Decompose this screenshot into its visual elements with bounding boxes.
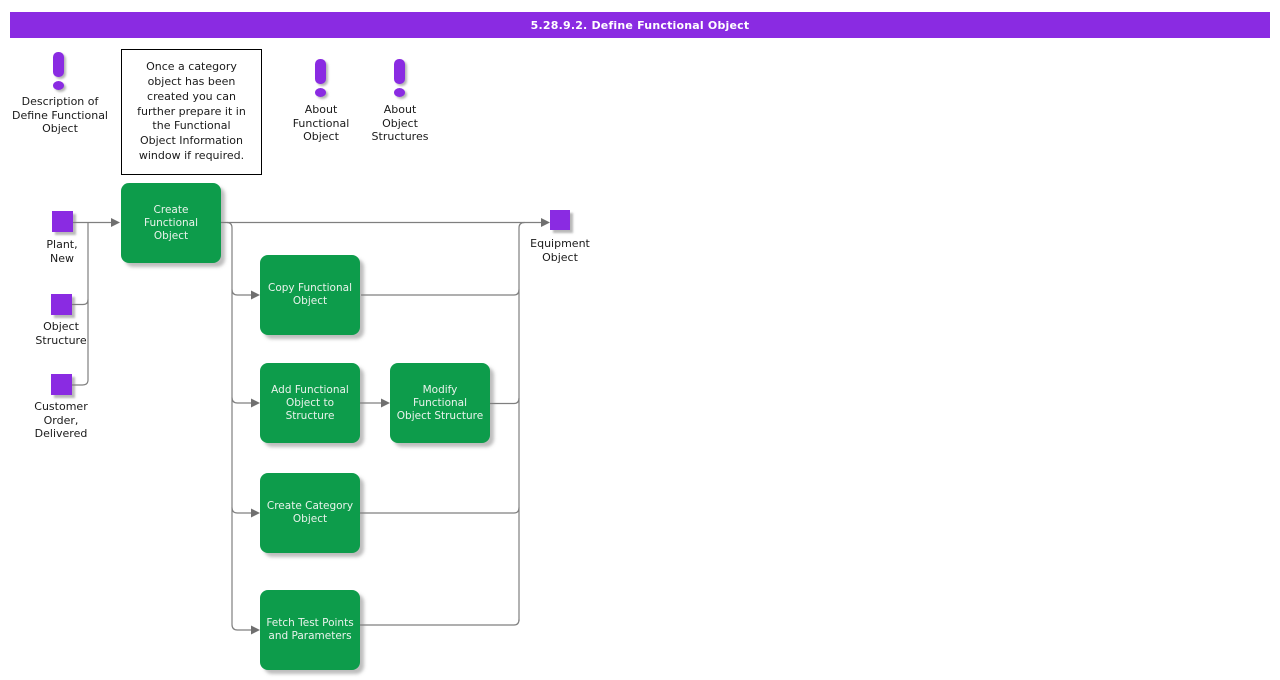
connector	[72, 222, 89, 386]
arrowhead-icon	[381, 398, 390, 408]
about-object-structures-label[interactable]: About Object Structures	[371, 103, 429, 143]
connector	[72, 299, 89, 306]
title-banner: 5.28.9.2. Define Functional Object	[10, 12, 1270, 38]
arrowhead-icon	[111, 218, 120, 227]
exclamation-dot	[315, 88, 326, 97]
artifact-equipment-object[interactable]	[550, 210, 570, 230]
arrowhead-icon	[251, 290, 260, 300]
exclamation-dot	[53, 81, 64, 90]
activity-modify-functional-object-structure[interactable]: Modify Functional Object Structure	[390, 363, 490, 443]
artifact-plant-new[interactable]	[52, 211, 73, 232]
activity-create-functional-object[interactable]: Create Functional Object	[121, 183, 221, 263]
connector	[518, 221, 525, 621]
artifact-label: Plant, New	[46, 238, 78, 265]
connector	[226, 221, 251, 631]
exclamation-icon[interactable]	[53, 52, 65, 90]
connector	[231, 507, 251, 514]
arrowhead-icon	[251, 508, 260, 518]
connector	[231, 289, 251, 296]
activity-fetch-test-points-and-parameters[interactable]: Fetch Test Points and Parameters	[260, 590, 360, 670]
activity-copy-functional-object[interactable]: Copy Functional Object	[260, 255, 360, 335]
exclamation-icon[interactable]	[315, 59, 327, 97]
connector	[360, 619, 520, 626]
activity-add-functional-object-to-structure[interactable]: Add Functional Object to Structure	[260, 363, 360, 443]
exclamation-dot	[394, 88, 405, 97]
arrowhead-icon	[251, 398, 260, 408]
note-box: Once a category object has been created …	[121, 49, 262, 175]
connector	[490, 397, 520, 405]
connector	[361, 289, 520, 296]
activity-create-category-object[interactable]: Create Category Object	[260, 473, 360, 553]
artifact-object-structure[interactable]	[51, 294, 72, 315]
exclamation-icon[interactable]	[394, 59, 406, 97]
artifact-label: Object Structure	[35, 320, 87, 347]
about-functional-object-label[interactable]: About Functional Object	[292, 103, 350, 143]
artifact-customer-order-delivered[interactable]	[51, 374, 72, 395]
arrowhead-icon	[541, 218, 550, 227]
connector	[231, 397, 251, 404]
exclamation-bar	[53, 52, 64, 77]
exclamation-bar	[394, 59, 405, 84]
exclamation-bar	[315, 59, 326, 84]
artifact-label: Equipment Object	[530, 237, 590, 264]
connector	[360, 507, 520, 514]
arrowhead-icon	[251, 625, 260, 635]
artifact-label: Customer Order, Delivered	[34, 400, 88, 440]
page-title: 5.28.9.2. Define Functional Object	[530, 18, 750, 32]
description-link-label[interactable]: Description of Define Functional Object	[12, 95, 108, 135]
